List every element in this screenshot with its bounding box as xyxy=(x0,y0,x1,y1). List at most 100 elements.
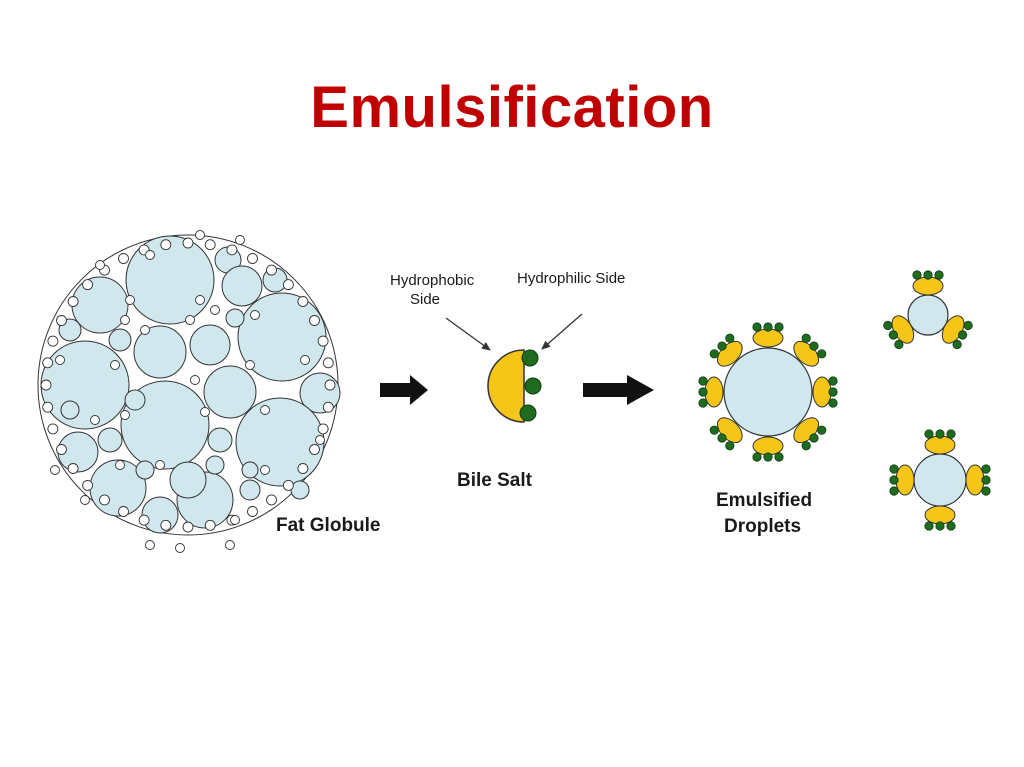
micro-bubble xyxy=(297,463,309,474)
micro-bubble xyxy=(297,296,309,307)
fat-droplet xyxy=(141,496,179,534)
fat-droplet xyxy=(207,427,233,453)
bile-salt-body xyxy=(895,464,915,496)
bile-salt xyxy=(812,376,838,408)
bile-salt-head xyxy=(809,433,819,443)
micro-bubble xyxy=(245,360,255,370)
micro-bubble xyxy=(190,375,200,385)
micro-bubble xyxy=(115,460,125,470)
emulsified-droplets xyxy=(698,270,991,531)
micro-bubble xyxy=(226,244,238,256)
micro-bubble xyxy=(50,465,60,475)
micro-bubble xyxy=(266,494,277,506)
micro-bubble xyxy=(300,355,310,365)
fat-droplet xyxy=(290,480,310,500)
fat-globule-label: Fat Globule xyxy=(276,515,381,536)
bile-salt-head xyxy=(774,452,784,462)
bile-salt-head xyxy=(946,429,956,439)
micro-bubble xyxy=(282,279,294,291)
micro-bubble xyxy=(67,463,79,474)
bile-salt-head xyxy=(709,425,719,435)
bile-salt-head xyxy=(817,349,827,359)
micro-bubble xyxy=(317,423,329,435)
bile-salt-head xyxy=(698,387,708,397)
bile-salt xyxy=(709,333,743,367)
micro-bubble xyxy=(99,494,110,506)
bile-salt xyxy=(924,505,956,531)
micro-bubble xyxy=(67,296,79,307)
fat-droplet xyxy=(221,265,263,307)
bile-salt-head xyxy=(963,320,973,331)
fat-globule xyxy=(37,230,341,553)
micro-bubble xyxy=(309,315,320,326)
bile-salt-head xyxy=(883,320,893,331)
arrow-to-bile-salt xyxy=(380,375,428,405)
micro-bubble xyxy=(160,519,172,531)
bile-salt xyxy=(793,333,827,367)
bile-salt-head xyxy=(763,452,773,462)
bile-salt-molecule xyxy=(487,349,542,423)
emulsified-core xyxy=(913,453,967,507)
micro-bubble xyxy=(260,405,270,415)
micro-bubble xyxy=(182,237,194,249)
micro-bubble xyxy=(317,335,329,347)
bile-salt-head xyxy=(924,521,934,531)
bile-salt-head xyxy=(709,349,719,359)
emulsified-label-line2: Droplets xyxy=(724,516,801,537)
micro-bubble xyxy=(155,460,165,470)
micro-bubble xyxy=(56,315,67,326)
micro-bubble xyxy=(40,379,52,391)
micro-bubble xyxy=(322,401,334,413)
bile-salt-body xyxy=(812,376,832,408)
bile-salt xyxy=(941,315,973,350)
bile-salt-head xyxy=(889,486,899,496)
emulsified-core xyxy=(907,294,949,336)
fat-droplet xyxy=(205,455,225,475)
micro-bubble xyxy=(322,357,334,369)
bile-salt-head xyxy=(698,376,708,386)
micro-bubble xyxy=(195,230,205,240)
emulsified-core xyxy=(723,347,813,437)
micro-bubble xyxy=(95,260,105,270)
fat-droplet xyxy=(189,324,231,366)
micro-bubble xyxy=(324,379,336,391)
hydrophilic-head xyxy=(519,404,537,422)
bile-salt-head xyxy=(981,464,991,474)
bile-salt-body xyxy=(924,435,956,455)
micro-bubble xyxy=(140,325,150,335)
micro-bubble xyxy=(200,407,210,417)
micro-bubble xyxy=(210,305,220,315)
micro-bubble xyxy=(110,360,120,370)
micro-bubble xyxy=(182,521,194,533)
bile-salt-body xyxy=(704,376,724,408)
bile-salt-head xyxy=(809,341,819,351)
fat-droplet xyxy=(60,400,80,420)
micro-bubble xyxy=(260,465,270,475)
micro-bubble xyxy=(47,423,59,435)
micro-bubble xyxy=(309,444,320,455)
bile-salt xyxy=(889,464,915,496)
micro-bubble xyxy=(42,401,54,413)
micro-bubble xyxy=(204,239,216,251)
bile-salt xyxy=(912,270,944,296)
micro-bubble xyxy=(47,335,59,347)
bile-salt-head xyxy=(698,398,708,408)
bile-salt-head xyxy=(774,322,784,332)
micro-bubble xyxy=(120,315,130,325)
micro-bubble xyxy=(282,479,294,491)
bile-salt-head xyxy=(952,339,962,350)
bile-salt-head xyxy=(888,330,898,340)
bile-salt-head xyxy=(889,464,899,474)
bile-salt-body xyxy=(924,505,956,525)
micro-bubble xyxy=(195,295,205,305)
bile-salt-head xyxy=(924,429,934,439)
arrow-to-droplets xyxy=(583,375,654,405)
bile-salt-head xyxy=(912,270,922,280)
hydrophilic-pointer xyxy=(541,313,583,350)
bile-salt-head xyxy=(763,322,773,332)
bile-salt-head xyxy=(935,429,945,439)
bile-salt-body xyxy=(912,276,944,296)
micro-bubble xyxy=(82,479,94,491)
bile-salt xyxy=(965,464,991,496)
